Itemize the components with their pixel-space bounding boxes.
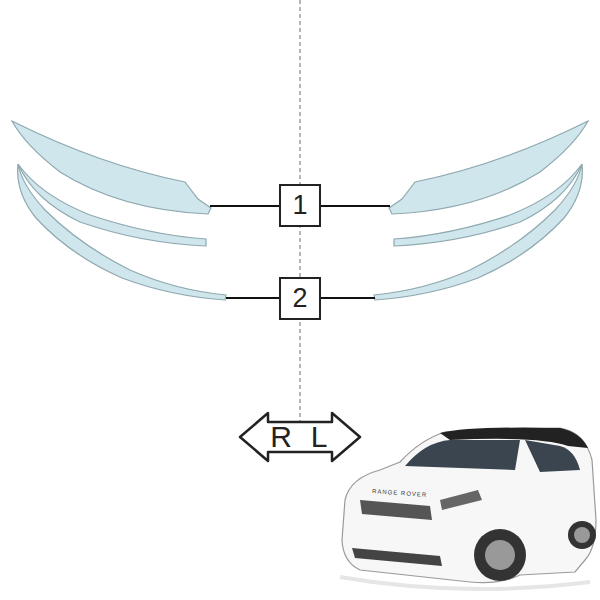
- car-illustration: [340, 428, 596, 589]
- side-letter: L: [311, 422, 328, 452]
- callout-box: 2: [279, 277, 321, 320]
- film-parts-left-side: [374, 121, 588, 300]
- side-letter: R: [270, 422, 292, 452]
- double-arrow-outline: [238, 411, 362, 463]
- callout-number: 1: [292, 192, 307, 219]
- callout-number: 2: [292, 285, 307, 312]
- direction-arrow: RL: [238, 411, 362, 463]
- film-parts-right-side: [12, 121, 226, 300]
- callout-box: 1: [279, 184, 321, 227]
